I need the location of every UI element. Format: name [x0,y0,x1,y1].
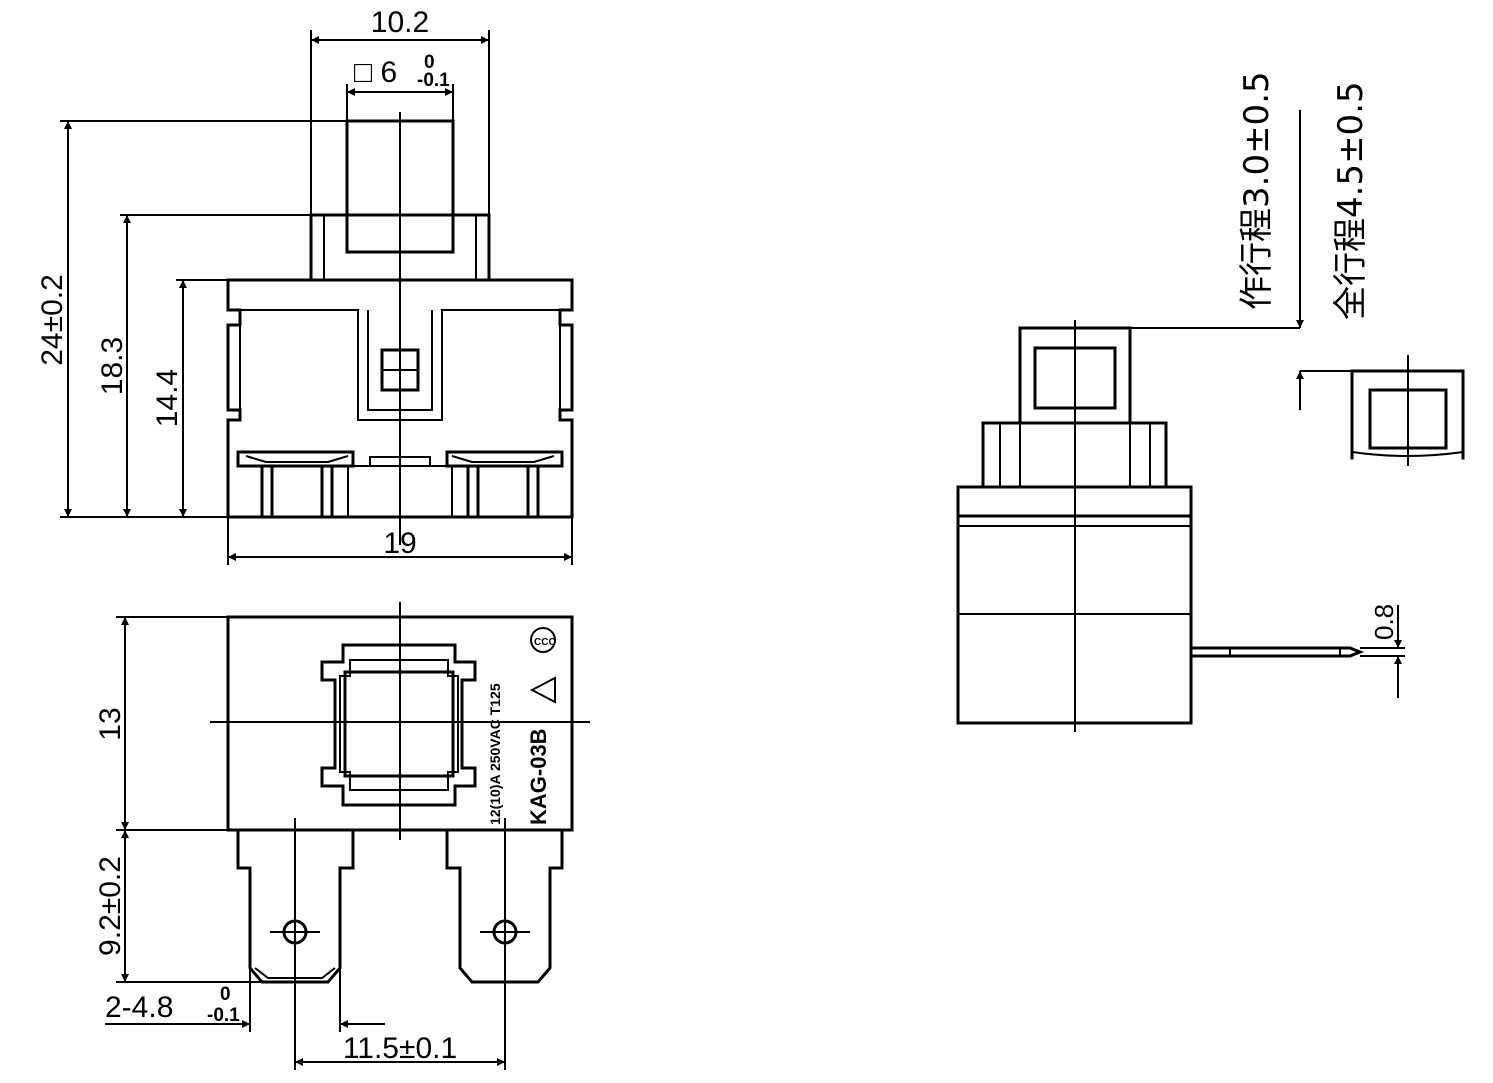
dim-height-total: 24±0.2 [36,274,69,366]
dim-width-base: 19 [383,527,416,560]
button-frame-outer [320,643,477,807]
dim-square-tol-upper: 0 [424,52,435,73]
side-terminal [1189,646,1365,658]
dim-height-mid: 18.3 [96,337,129,395]
dim-depth: 13 [94,707,127,740]
body-left-outline [226,278,242,519]
dim-terminal-pitch: 11.5±0.1 [343,1032,457,1065]
front-view: 10.2 □ 6 0 -0.1 24±0.2 18.3 14.4 19 [36,6,574,565]
contact-slot-right [445,450,564,468]
marking-rating: 12(10)A 250VAC T125 [487,683,503,825]
dim-terminal-width: 2-4.8 [105,991,173,1024]
dim-width-top: 10.2 [371,6,429,39]
certification-mark-icon [530,627,556,653]
warning-triangle-icon [529,676,556,704]
dim-terminal-tol-upper: 0 [220,984,231,1005]
dim-square-tol-lower: -0.1 [417,70,450,91]
contact-slot-left [236,450,355,468]
svg-text:CCC: CCC [534,637,556,648]
dim-terminal-thickness: 0.8 [1369,604,1399,640]
marking-model: KAG-03B [526,728,551,825]
dim-square-size: □ 6 [354,56,397,89]
dim-total-travel: 全行程4.5±0.5 [1331,81,1371,320]
side-view: 作行程3.0±0.5 全行程4.5±0.5 0.8 [956,71,1465,732]
dim-working-travel: 作行程3.0±0.5 [1237,71,1277,310]
dim-terminal-tol-lower: -0.1 [207,1005,240,1026]
body-right-outline [226,278,574,519]
dim-height-body: 14.4 [151,369,184,427]
bottom-view: 12(10)A 250VAC T125 KAG-03B CCC 13 9.2±0… [94,602,590,1070]
dim-terminal-length: 9.2±0.2 [94,856,127,956]
